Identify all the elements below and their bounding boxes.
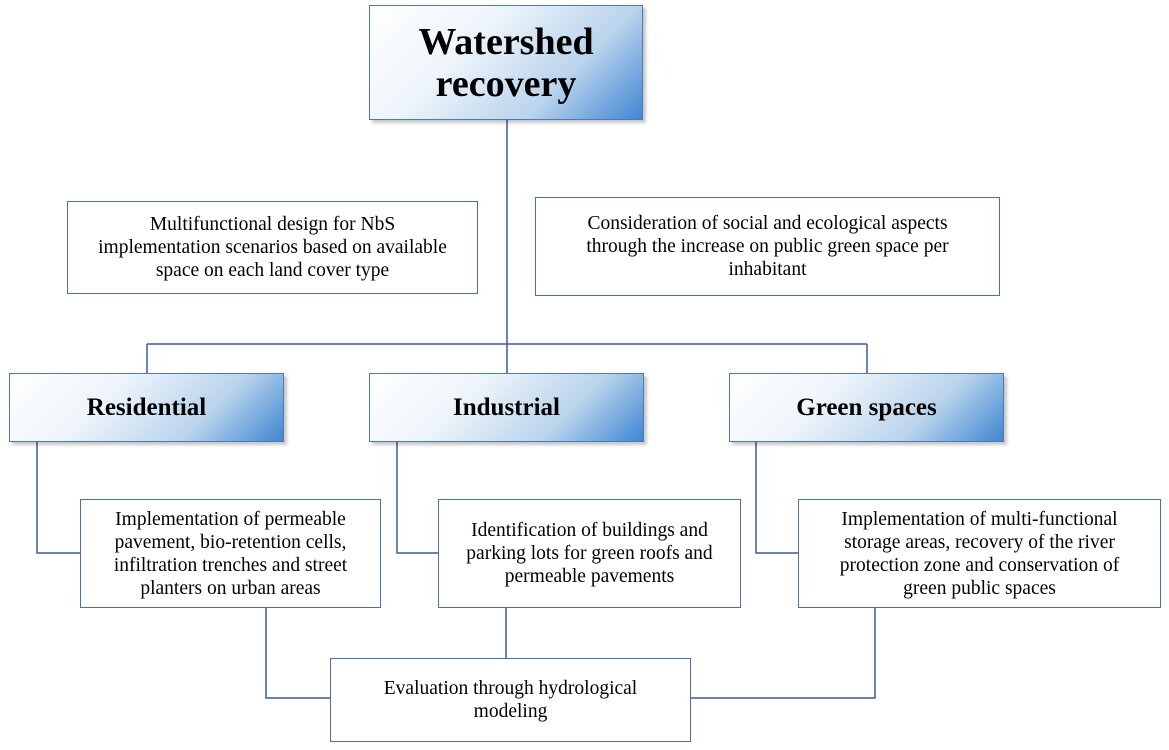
residential-detail-node: Implementation of permeable pavement, bi… <box>80 499 381 608</box>
elbow-green-spaces <box>755 442 798 554</box>
node-text-line: through the increase on public green spa… <box>586 236 949 257</box>
multifunctional-design-node: Multifunctional design for NbS implement… <box>67 201 478 294</box>
node-text-line: Multifunctional design for NbS <box>149 214 396 235</box>
node-text-line: modeling <box>473 701 548 722</box>
green-spaces-label: Green spaces <box>796 393 937 421</box>
link-green-evaluation <box>691 608 876 699</box>
node-text-line: infiltration trenches and street <box>113 554 348 576</box>
node-text-line: Evaluation through hydrological <box>383 678 638 699</box>
residential-label: Residential <box>86 393 207 421</box>
social-ecological-node: Consideration of social and ecological a… <box>535 197 1000 296</box>
node-text-line: Consideration of social and ecological a… <box>587 213 948 234</box>
node-text-line: Implementation of permeable <box>115 508 346 530</box>
node-text-line: space on each land cover type <box>155 260 390 281</box>
elbow-residential <box>36 442 80 554</box>
node-text-line: green public spaces <box>903 577 1056 599</box>
elbow-industrial <box>396 442 438 554</box>
node-text-line: protection zone and conservation of <box>839 554 1120 576</box>
green-spaces-node: Green spaces <box>729 373 1004 442</box>
node-text-line: Identification of buildings and <box>471 520 708 541</box>
industrial-detail-node: Identification of buildings and parking … <box>438 499 741 608</box>
industrial-node: Industrial <box>369 373 644 442</box>
node-text-line: parking lots for green roofs and <box>466 543 713 564</box>
evaluation-node: Evaluation through hydrological modeling <box>330 658 691 742</box>
node-text-line: implementation scenarios based on availa… <box>98 237 447 258</box>
node-text-line: pavement, bio-retention cells, <box>114 531 347 553</box>
root-title-line-1: Watershed <box>418 20 594 63</box>
root-title-line-2: recovery <box>435 62 577 105</box>
node-text-line: Implementation of multi-functional <box>841 508 1118 530</box>
link-residential-evaluation <box>265 608 330 699</box>
industrial-label: Industrial <box>453 393 560 421</box>
node-text-line: storage areas, recovery of the river <box>844 531 1115 553</box>
watershed-recovery-node: Watershed recovery <box>369 5 643 120</box>
node-text-line: permeable pavements <box>504 566 675 587</box>
green-spaces-detail-node: Implementation of multi-functional stora… <box>798 499 1161 608</box>
node-text-line: inhabitant <box>728 259 807 280</box>
node-text-line: planters on urban areas <box>140 577 321 599</box>
residential-node: Residential <box>9 373 284 442</box>
